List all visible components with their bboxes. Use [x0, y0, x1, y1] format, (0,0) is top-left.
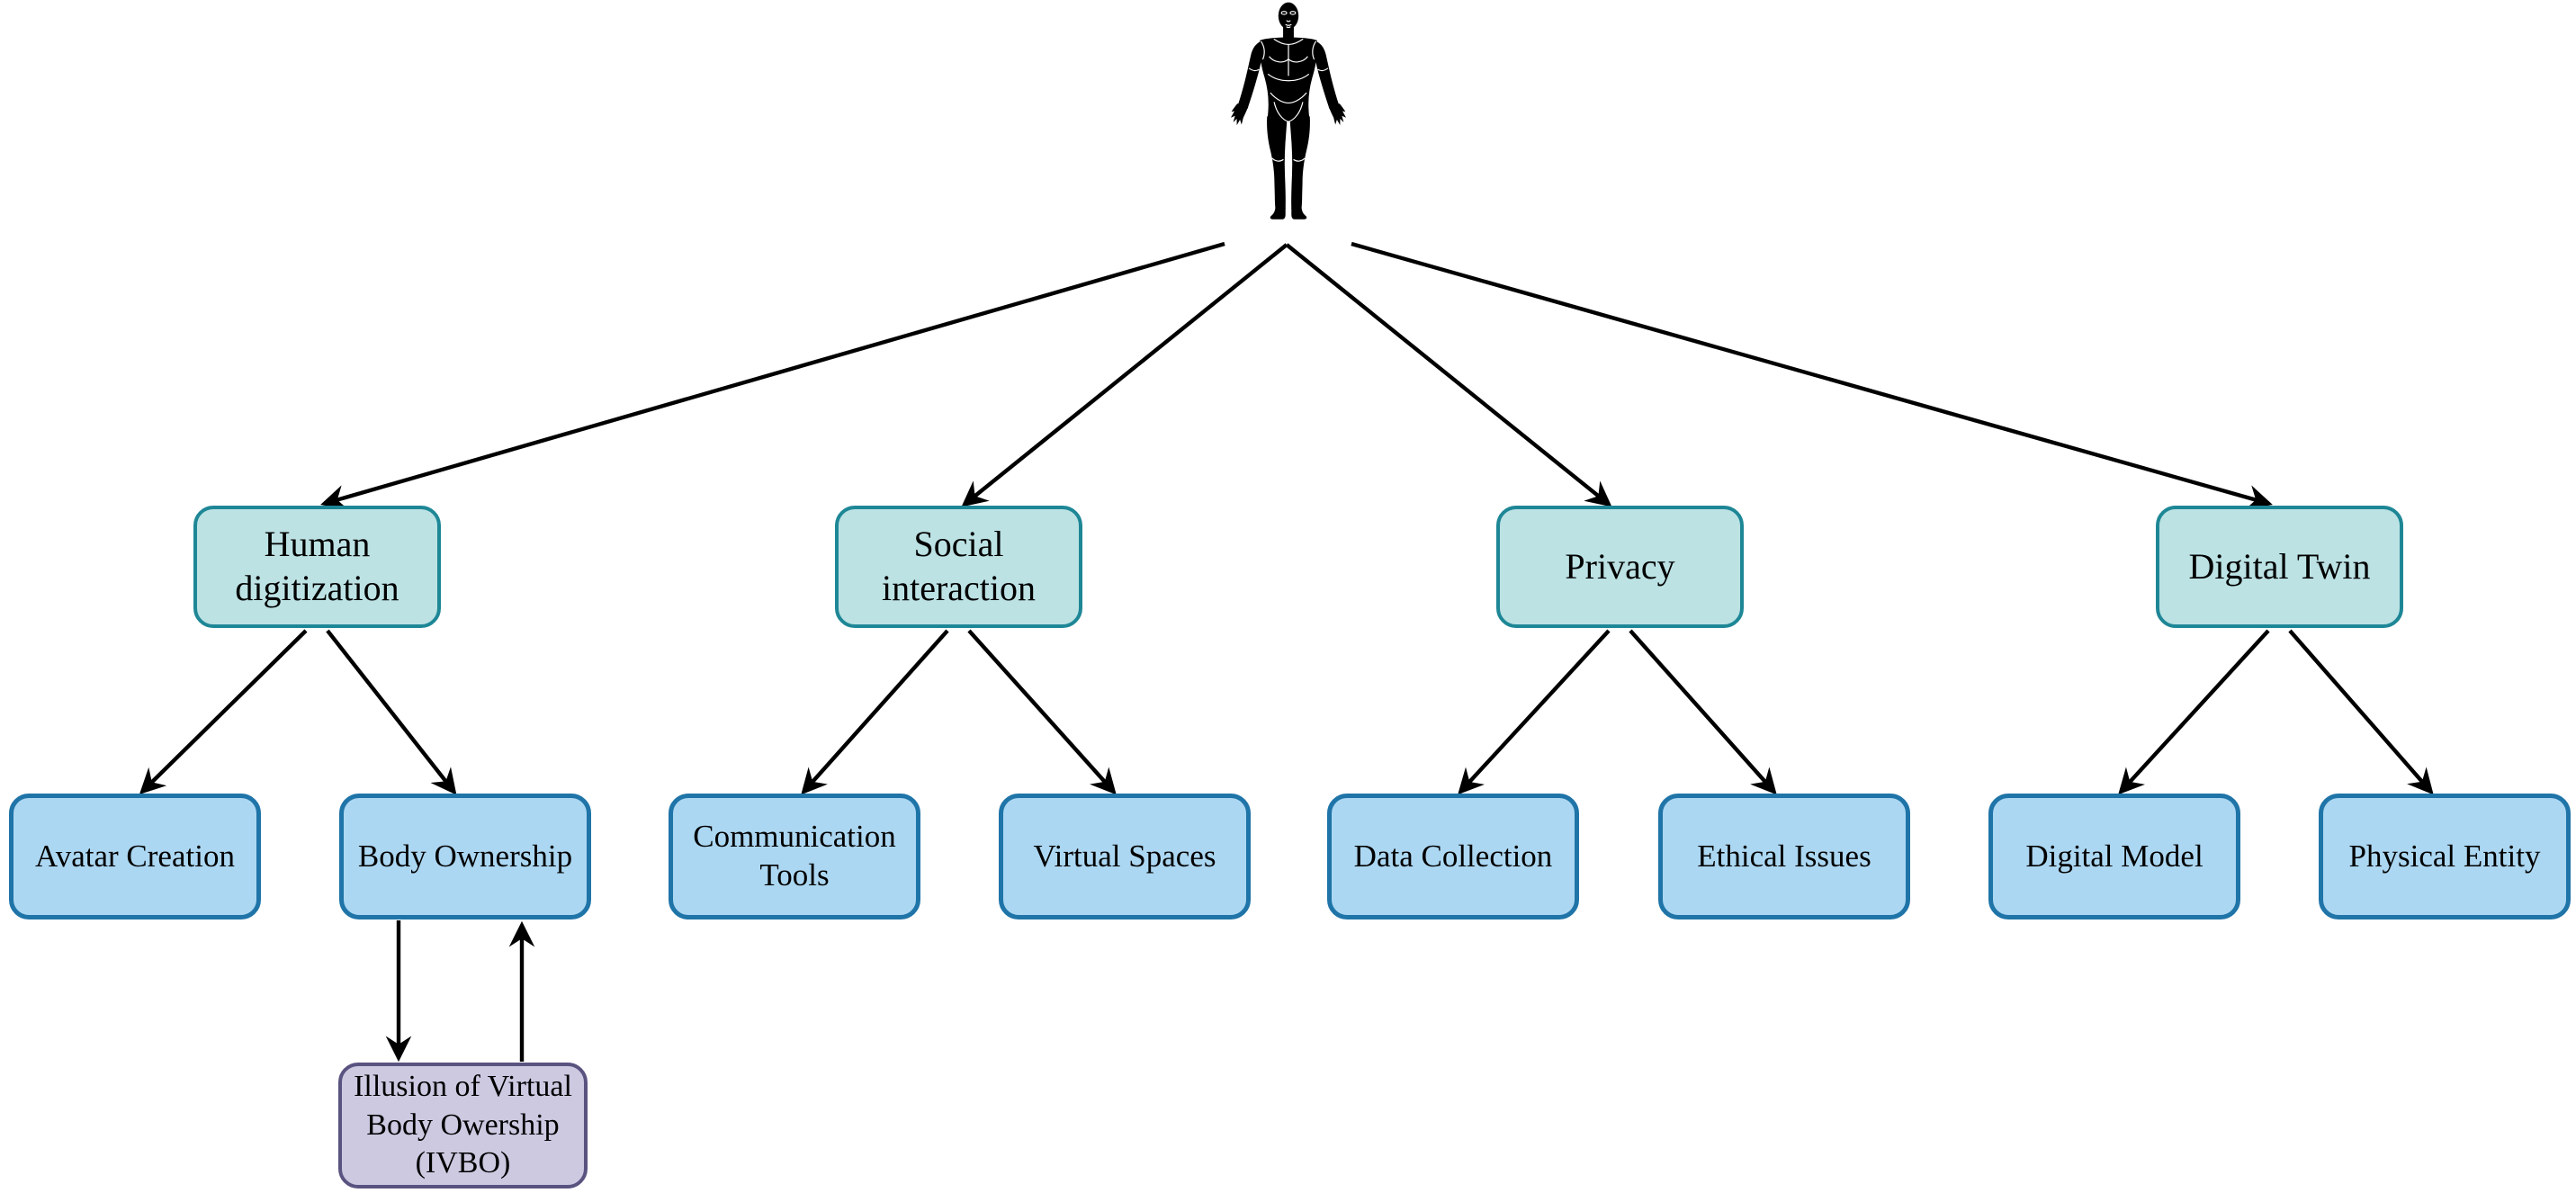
- node-ethical-issues: Ethical Issues: [1658, 794, 1910, 919]
- edge-root-social-interaction: [961, 243, 1288, 507]
- node-avatar-creation-label: Avatar Creation: [35, 838, 235, 874]
- edge-human-digitization-avatar-creation: [139, 629, 308, 795]
- node-communication-tools: Communication Tools: [669, 794, 920, 919]
- edge-privacy-data-collection: [1458, 629, 1611, 795]
- node-virtual-spaces: Virtual Spaces: [999, 794, 1251, 919]
- node-communication-tools-label: Communication Tools: [693, 819, 896, 893]
- node-digital-model: Digital Model: [1988, 794, 2240, 919]
- node-ivbo: Illusion of Virtual Body Owership (IVBO): [338, 1063, 588, 1189]
- edge-human-digitization-body-ownership: [326, 629, 457, 795]
- node-digital-twin-label: Digital Twin: [2188, 545, 2371, 587]
- node-avatar-creation: Avatar Creation: [9, 794, 261, 919]
- node-virtual-spaces-label: Virtual Spaces: [1033, 838, 1216, 874]
- edge-social-interaction-virtual-spaces: [967, 629, 1117, 795]
- edge-privacy-ethical-issues: [1629, 629, 1777, 795]
- node-privacy: Privacy: [1496, 506, 1744, 628]
- node-ethical-issues-label: Ethical Issues: [1697, 838, 1871, 874]
- edge-root-privacy: [1285, 243, 1612, 507]
- node-data-collection-label: Data Collection: [1353, 838, 1553, 874]
- edge-root-human-digitization: [320, 241, 1225, 510]
- edge-root-digital-twin: [1351, 241, 2273, 510]
- node-data-collection: Data Collection: [1327, 794, 1579, 919]
- edge-digital-twin-physical-entity: [2288, 629, 2434, 795]
- node-body-ownership-label: Body Ownership: [357, 838, 573, 874]
- node-physical-entity: Physical Entity: [2319, 794, 2571, 919]
- node-social-interaction: Social interaction: [835, 506, 1082, 628]
- edge-social-interaction-communication-tools: [801, 629, 949, 795]
- edge-digital-twin-digital-model: [2118, 629, 2270, 795]
- node-social-interaction-label: Social interaction: [881, 524, 1037, 608]
- node-human-digitization-label: Human digitization: [235, 524, 399, 608]
- node-body-ownership: Body Ownership: [339, 794, 591, 919]
- node-ivbo-label: Illusion of Virtual Body Owership (IVBO): [354, 1069, 572, 1180]
- human-body-icon: [1230, 2, 1347, 220]
- node-physical-entity-label: Physical Entity: [2348, 838, 2541, 874]
- node-digital-twin: Digital Twin: [2156, 506, 2403, 628]
- node-privacy-label: Privacy: [1565, 545, 1675, 587]
- node-digital-model-label: Digital Model: [2025, 838, 2204, 874]
- node-human-digitization: Human digitization: [193, 506, 441, 628]
